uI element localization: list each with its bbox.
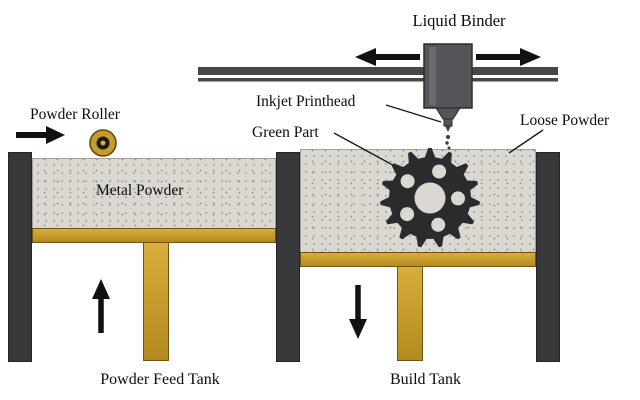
feed-piston-plate — [32, 228, 276, 243]
liquid-binder-label: Liquid Binder — [412, 11, 506, 30]
metal-powder-bed — [32, 158, 276, 229]
printhead-nozzle — [443, 118, 453, 127]
printhead-rail-lower — [198, 78, 558, 82]
inkjet-printhead-label: Inkjet Printhead — [256, 93, 356, 110]
powder-roller-graphic — [89, 129, 117, 157]
binder-left-arrow-icon — [355, 48, 420, 66]
loose-powder-label: Loose Powder — [520, 112, 610, 129]
printhead-rail — [198, 67, 558, 75]
build-down-arrow-icon — [349, 285, 367, 339]
build-piston-plate — [300, 252, 536, 267]
binder-right-arrow-icon — [476, 48, 541, 66]
green-part-label: Green Part — [252, 124, 319, 141]
inkjet-pointer-line — [385, 104, 442, 123]
roller-arrow-icon — [16, 126, 65, 144]
binder-droplets — [445, 135, 451, 150]
right-tank-wall — [536, 152, 560, 362]
metal-powder-label: Metal Powder — [96, 182, 184, 199]
build-piston-column — [397, 266, 423, 361]
build-tank-label: Build Tank — [389, 371, 462, 388]
powder-roller-label: Powder Roller — [30, 106, 120, 123]
left-tank-wall — [8, 152, 32, 362]
inkjet-printhead-graphic — [423, 43, 473, 132]
feed-piston-column — [143, 242, 169, 361]
build-powder-bed — [300, 149, 536, 253]
feed-up-arrow-icon — [92, 279, 110, 333]
middle-tank-wall — [276, 152, 300, 362]
powder-feed-tank-label: Powder Feed Tank — [100, 371, 220, 388]
